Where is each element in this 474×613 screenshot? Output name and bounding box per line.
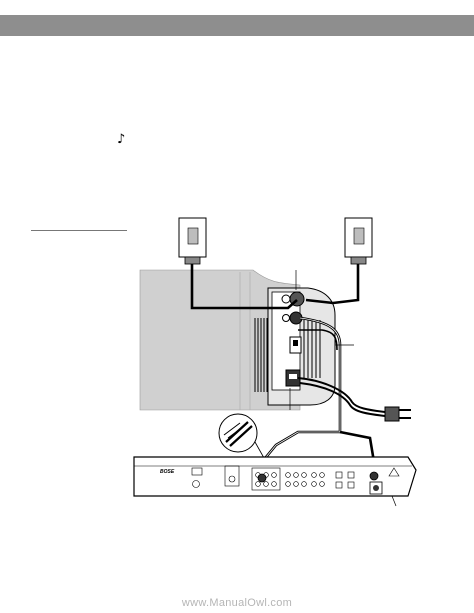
right-speaker-cable xyxy=(305,264,360,305)
media-console: BOSE xyxy=(133,456,417,497)
music-note-icon: ♪ xyxy=(117,132,126,147)
power-plug xyxy=(384,406,411,422)
left-speaker-cable xyxy=(190,264,298,310)
console-brand: BOSE xyxy=(160,469,175,475)
console-speaker-port xyxy=(257,473,267,483)
console-cable-2 xyxy=(339,430,376,463)
section-divider xyxy=(31,230,127,231)
header-bar xyxy=(0,15,474,36)
power-cord xyxy=(297,377,386,413)
console-bass-port xyxy=(369,471,379,481)
left-speaker xyxy=(178,217,207,265)
watermark: www.ManualOwl.com xyxy=(181,597,293,609)
right-speaker xyxy=(344,217,373,265)
aux-cable xyxy=(298,329,338,351)
connector-detail-callout xyxy=(218,413,265,459)
